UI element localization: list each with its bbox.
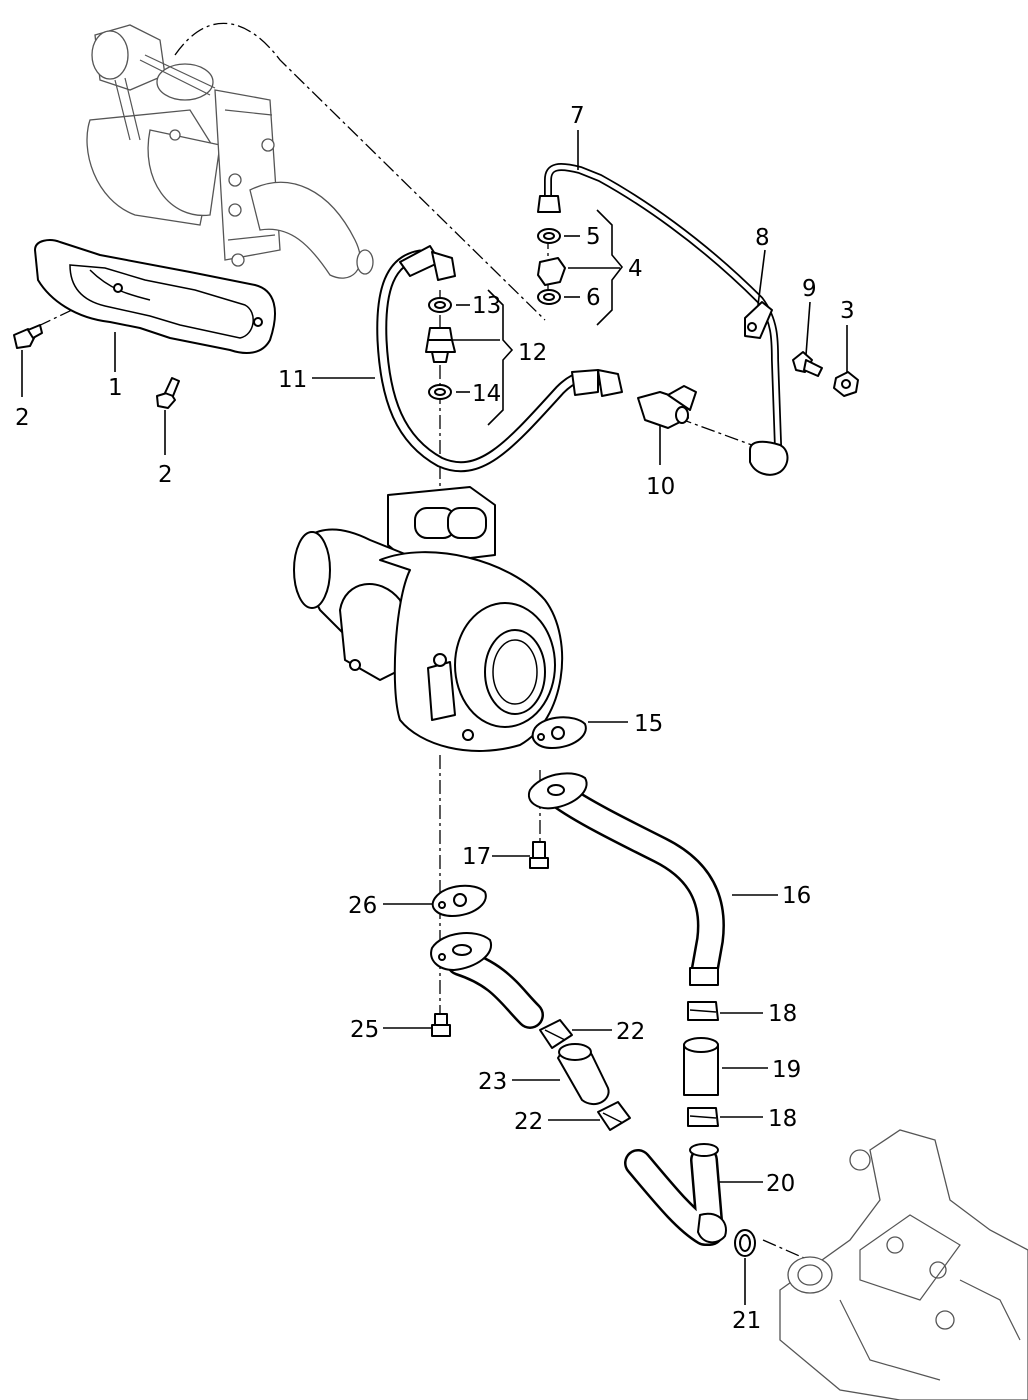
leader-lines — [21, 130, 848, 1305]
callout-10: 10 — [646, 474, 675, 500]
callout-17: 17 — [462, 844, 491, 870]
hose-clamp-18a[interactable] — [687, 1001, 719, 1021]
callout-12: 12 — [518, 340, 547, 366]
seal-ring-5[interactable] — [537, 228, 561, 244]
callout-8: 8 — [755, 225, 770, 251]
callout-18b: 18 — [768, 1106, 797, 1132]
callout-11: 11 — [278, 367, 307, 393]
callout-13: 13 — [472, 293, 501, 319]
hose-23[interactable] — [557, 1043, 610, 1106]
oil-return-pipe-20[interactable] — [624, 1143, 727, 1246]
bolt-17[interactable] — [529, 841, 549, 869]
gasket-15[interactable] — [531, 716, 587, 749]
callout-19: 19 — [772, 1057, 801, 1083]
callout-20: 20 — [766, 1171, 795, 1197]
nut-3[interactable] — [833, 371, 859, 397]
seal-ring-6[interactable] — [537, 289, 561, 305]
callout-25: 25 — [350, 1017, 379, 1043]
bolt-2a[interactable] — [13, 324, 43, 349]
callout-labels: 1 2 2 3 4 5 6 7 8 9 10 11 12 13 14 15 16… — [15, 103, 855, 1334]
callout-22b: 22 — [514, 1109, 543, 1135]
union-fitting-12[interactable] — [425, 327, 456, 363]
callout-18a: 18 — [768, 1001, 797, 1027]
oil-supply-line[interactable] — [376, 245, 623, 473]
callout-4: 4 — [628, 256, 643, 282]
oil-pipe-7[interactable] — [537, 163, 789, 476]
callout-21: 21 — [732, 1308, 761, 1334]
seal-ring-13[interactable] — [428, 297, 452, 313]
callout-15: 15 — [634, 711, 663, 737]
callout-14: 14 — [472, 381, 501, 407]
callout-9: 9 — [802, 276, 817, 302]
bracket-8[interactable] — [744, 301, 773, 339]
oil-return-pipe-16[interactable] — [527, 772, 725, 986]
upper-turbocharger-assembly — [86, 24, 374, 279]
callout-26: 26 — [348, 893, 377, 919]
engine-block — [779, 1129, 1028, 1400]
callout-6: 6 — [586, 285, 601, 311]
callout-22a: 22 — [616, 1019, 645, 1045]
bolt-25[interactable] — [431, 1013, 451, 1037]
stud-9[interactable] — [792, 351, 823, 377]
callout-16: 16 — [782, 883, 811, 909]
o-ring-21[interactable] — [734, 1229, 756, 1257]
gasket-26[interactable] — [431, 884, 487, 917]
hose-clamp-22a[interactable] — [539, 1019, 573, 1049]
callout-1: 1 — [108, 375, 123, 401]
seal-ring-14[interactable] — [428, 384, 452, 400]
callout-7: 7 — [570, 103, 585, 129]
hose-sleeve-19[interactable] — [683, 1037, 719, 1096]
heat-shield[interactable] — [34, 239, 276, 354]
union-10[interactable] — [637, 385, 697, 429]
hose-clamp-22b[interactable] — [597, 1101, 631, 1131]
callout-2b: 2 — [158, 462, 173, 488]
callout-3: 3 — [840, 298, 855, 324]
callout-23: 23 — [478, 1069, 507, 1095]
banjo-bolt-4[interactable] — [537, 257, 566, 286]
oil-return-pipe-lower[interactable] — [430, 932, 544, 1029]
callout-2a: 2 — [15, 405, 30, 431]
group-brackets — [487, 209, 624, 426]
bolt-2b[interactable] — [156, 377, 180, 409]
turbocharger — [293, 486, 564, 752]
hose-clamp-18b[interactable] — [687, 1107, 719, 1127]
callout-5: 5 — [586, 224, 601, 250]
